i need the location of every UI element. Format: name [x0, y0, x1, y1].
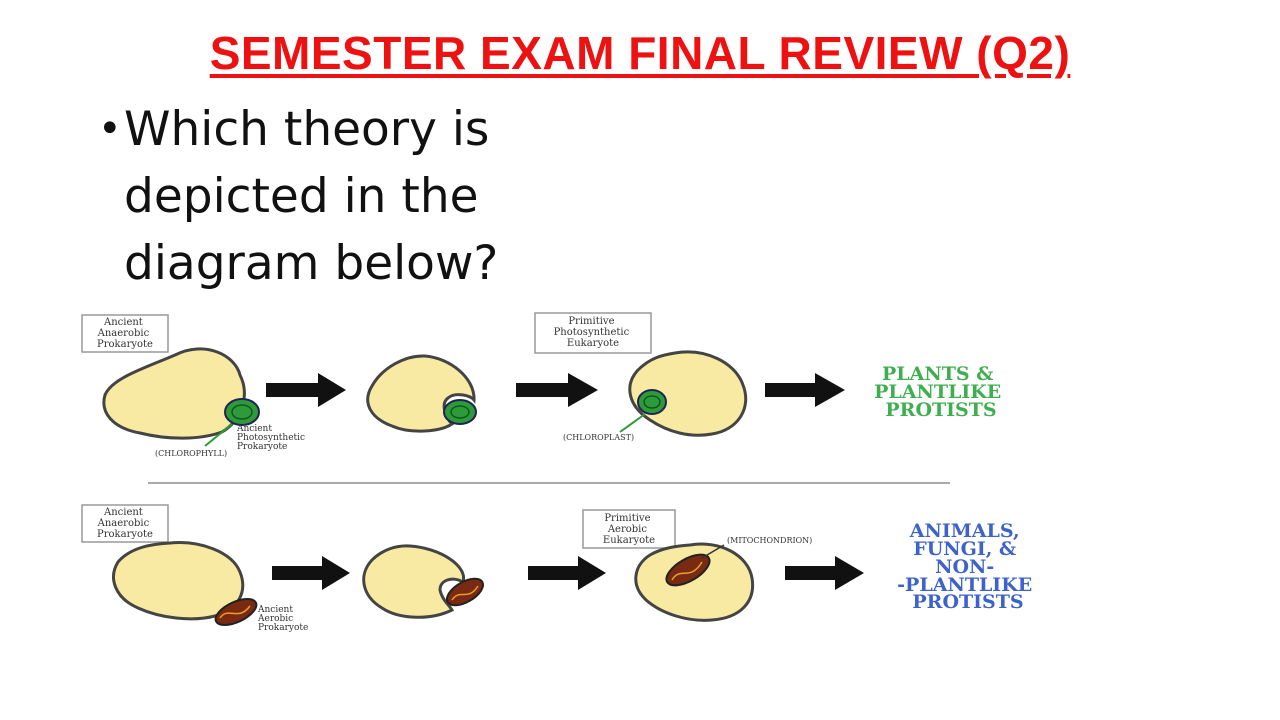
- row2-mitochondrion-label: (MITOCHONDRION): [727, 536, 812, 545]
- row2-eukaryote-cell: [634, 542, 755, 622]
- row1-arrow-1: [266, 373, 346, 407]
- row1-chloroplast-pathway: Ancient Anaerobic Prokaryote Ancient Pho…: [81, 312, 1008, 458]
- row2-engulfing-cell: [362, 544, 465, 619]
- row2-box2: [582, 509, 676, 549]
- question-text: Which theory is depicted in the diagram …: [124, 102, 499, 291]
- row1-box1: [81, 314, 169, 353]
- row1-small-cell-label: Ancient Photosynthetic Prokaryote: [236, 424, 308, 452]
- row1-box1-text: Ancient Anaerobic Prokaryote: [97, 317, 153, 350]
- row1-result: PLANTS & PLANTLIKE PROTISTS: [874, 363, 1008, 421]
- row2-ancient-aerobic-prokaryote: [214, 598, 258, 626]
- row2-box1: [81, 504, 169, 543]
- row2-box2-text: Primitive Aerobic Eukaryote: [603, 513, 655, 546]
- row1-box2-text: Primitive Photosynthetic Eukaryote: [554, 316, 633, 349]
- row2-box1-text: Ancient Anaerobic Prokaryote: [97, 507, 153, 540]
- row1-engulfing-cell: [366, 354, 476, 433]
- row2-mitochondrion-pathway: Ancient Anaerobic Prokaryote Ancient Aer…: [81, 504, 1039, 633]
- row1-ancient-photosynthetic-prokaryote: [224, 398, 260, 426]
- row1-arrow-2: [516, 373, 598, 407]
- row2-result: ANIMALS, FUNGI, & NON- -PLANTLIKE PROTIS…: [897, 520, 1039, 613]
- row1-chloroplast: [637, 389, 667, 415]
- row2-host-cell: [112, 541, 245, 621]
- row1-box1-line2: Anaerobic: [97, 328, 150, 339]
- row1-chloroplast-label: (CHLOROPLAST): [563, 433, 634, 442]
- row2-engulfed-mitochondrion: [445, 577, 485, 607]
- row1-eukaryote-cell: [628, 350, 748, 437]
- row1-arrow-3: [765, 373, 845, 407]
- row2-small-cell-label: Ancient Aerobic Prokaryote: [257, 605, 308, 633]
- row1-engulfed-chloroplast: [443, 399, 477, 425]
- row2-arrow-1: [272, 556, 350, 590]
- row1-host-cell: [102, 347, 246, 440]
- row1-box2: [534, 312, 652, 354]
- question-block: • Which theory is depicted in the diagra…: [98, 96, 618, 297]
- row1-box1-line3: Prokaryote: [97, 339, 153, 350]
- row1-box1-line1: Ancient: [103, 317, 143, 328]
- row2-arrow-3: [785, 556, 864, 590]
- row1-chlorophyll-label: (CHLOROPHYLL): [155, 449, 227, 458]
- bullet-point: •: [98, 106, 122, 152]
- slide-title: SEMESTER EXAM FINAL REVIEW (Q2): [209, 27, 1071, 79]
- row2-mitochondrion: [665, 553, 711, 587]
- row2-arrow-2: [528, 556, 606, 590]
